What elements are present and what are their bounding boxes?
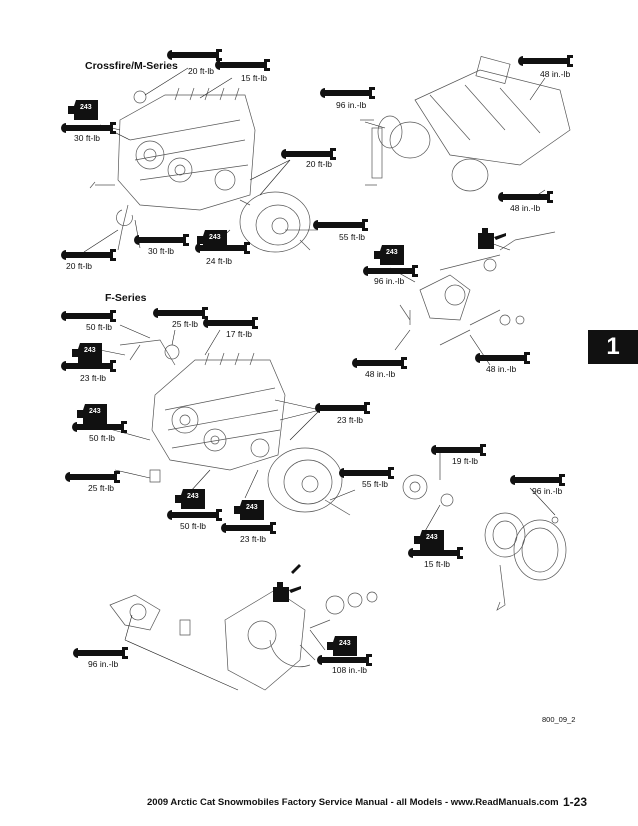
wrench-icons — [61, 49, 573, 666]
torque-label: 50 ft-lb — [86, 322, 112, 332]
figure-code: 800_09_2 — [542, 715, 576, 724]
torque-label: 24 ft-lb — [206, 256, 232, 266]
crossfire-section-title: Crossfire/M-Series — [85, 60, 178, 72]
torque-label: 55 ft-lb — [362, 479, 388, 489]
torque-label: 20 ft-lb — [66, 261, 92, 271]
torque-label: 20 ft-lb — [188, 66, 214, 76]
torque-label: 25 ft-lb — [172, 319, 198, 329]
water-pump-drawing — [109, 589, 378, 691]
torque-label: 20 ft-lb — [306, 159, 332, 169]
fseries-flywheel-drawing — [267, 447, 351, 516]
torque-label: 50 ft-lb — [180, 521, 206, 531]
recoil-starter-drawing — [402, 474, 567, 611]
crossfire-engine-drawing — [89, 87, 256, 251]
loctite-number: 243 — [426, 534, 438, 541]
torque-label: 48 in.-lb — [365, 369, 396, 379]
intake-assembly-drawing — [360, 56, 571, 192]
torque-label: 108 in.-lb — [332, 665, 367, 675]
loctite-number: 243 — [246, 504, 258, 511]
loctite-number: 243 — [209, 234, 221, 241]
torque-label: 96 in.-lb — [374, 276, 405, 286]
torque-label: 50 ft-lb — [89, 433, 115, 443]
oil-injection-drawing — [399, 231, 556, 346]
chapter-tab: 1 — [588, 330, 638, 364]
torque-label: 48 in.-lb — [486, 364, 517, 374]
loctite-number: 243 — [339, 640, 351, 647]
torque-label: 23 ft-lb — [337, 415, 363, 425]
crossfire-flywheel-drawing — [239, 191, 311, 253]
torque-label: 48 in.-lb — [540, 69, 571, 79]
fseries-section-title: F-Series — [105, 292, 147, 304]
oil-can-icons — [273, 228, 506, 602]
torque-label: 96 in.-lb — [88, 659, 119, 669]
torque-label: 17 ft-lb — [226, 329, 252, 339]
torque-label: 30 ft-lb — [148, 246, 174, 256]
fseries-engine-drawing — [119, 339, 286, 483]
torque-label: 25 ft-lb — [88, 483, 114, 493]
torque-label: 55 ft-lb — [339, 232, 365, 242]
torque-label: 15 ft-lb — [424, 559, 450, 569]
footer-text: 2009 Arctic Cat Snowmobiles Factory Serv… — [147, 797, 559, 808]
loctite-number: 243 — [187, 493, 199, 500]
torque-label: 96 in.-lb — [532, 486, 563, 496]
loctite-number: 243 — [89, 408, 101, 415]
torque-label: 48 in.-lb — [510, 203, 541, 213]
torque-label: 19 ft-lb — [452, 456, 478, 466]
loctite-number: 243 — [80, 104, 92, 111]
loctite-number: 243 — [386, 249, 398, 256]
torque-label: 15 ft-lb — [241, 73, 267, 83]
torque-label: 96 in.-lb — [336, 100, 367, 110]
torque-label: 30 ft-lb — [74, 133, 100, 143]
loctite-number: 243 — [84, 347, 96, 354]
torque-label: 23 ft-lb — [80, 373, 106, 383]
torque-label: 23 ft-lb — [240, 534, 266, 544]
page-number: 1-23 — [563, 795, 588, 809]
